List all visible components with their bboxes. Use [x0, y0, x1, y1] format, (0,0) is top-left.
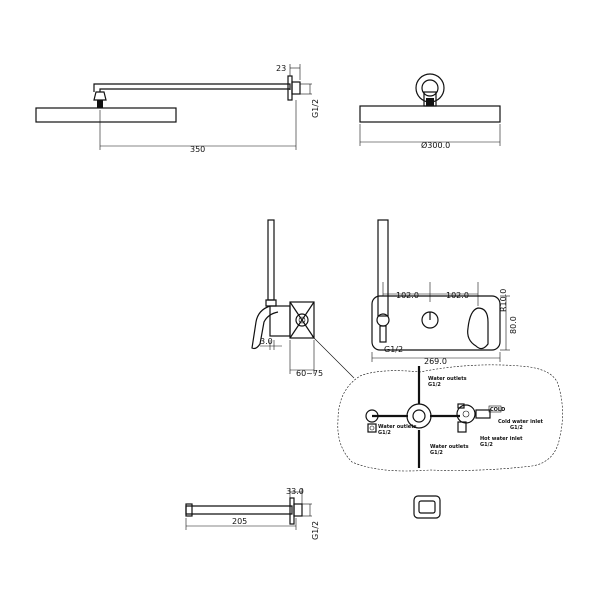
valve-body-side — [289, 301, 315, 339]
spout-front-outer — [413, 495, 441, 519]
spout-thread — [293, 503, 303, 517]
dim-3: 3.0 — [260, 337, 273, 346]
detail-diverter-body — [406, 403, 432, 429]
label-outlets-left-g: G1/2 — [378, 430, 391, 436]
front-connector — [426, 98, 434, 106]
valve-side-view: 3.0 60~75 — [251, 219, 355, 379]
label-hot-inlet-g: G1/2 — [480, 442, 493, 448]
shower-head-plate — [35, 107, 177, 123]
cold-tag-label: COLD — [490, 407, 505, 413]
rail-side — [267, 219, 275, 301]
valve-handle-front — [467, 307, 489, 350]
detail-cloud-outline — [337, 364, 563, 472]
front-head-plate — [359, 105, 501, 123]
label-outlets-bottom: Water outlets — [430, 444, 469, 450]
spout-body — [185, 505, 293, 515]
dim-102-left: 102.0 — [396, 291, 419, 300]
dim-23: 23 — [276, 64, 286, 73]
connector-nut — [97, 100, 103, 108]
spout-front-view — [413, 495, 441, 519]
valve-front-view: 102.0 102.0 R10.0 80.0 G1/2 269.0 — [371, 219, 518, 366]
detail-cold-inlet-pipe — [475, 409, 491, 419]
dim-300: Ø300.0 — [421, 140, 450, 150]
detail-cloud: COLD Water outlets G1/2 Cold water inlet… — [337, 364, 563, 472]
dim-60-75: 60~75 — [296, 369, 323, 378]
detail-left-fitting — [367, 423, 377, 433]
shower-arm-bottom — [99, 88, 290, 92]
spout-side-view: 33.0 205 G1/2 — [185, 487, 320, 540]
label-outlets-top-g: G1/2 — [428, 382, 441, 388]
dim-33: 33.0 — [286, 487, 304, 496]
flange-thread — [291, 81, 301, 95]
dim-80: 80.0 — [509, 316, 518, 334]
hose-outlet-front — [379, 325, 387, 343]
detail-left-outlet — [365, 409, 379, 423]
detail-hot-inlet-pipe — [457, 421, 467, 433]
rail-mount — [265, 299, 277, 307]
shower-arm-side-view: 23 G1/2 350 — [35, 64, 320, 154]
label-cold-inlet-g: G1/2 — [510, 425, 523, 431]
valve-port-side — [295, 313, 309, 327]
arm-connector — [93, 91, 107, 101]
dim-g12-arm: G1/2 — [311, 99, 320, 118]
label-cold-inlet: Cold water inlet — [498, 419, 543, 425]
dim-r10: R10.0 — [499, 289, 508, 312]
front-flange-outer — [415, 73, 445, 103]
valve-plate-front — [371, 295, 501, 351]
label-outlets-top: Water outlets — [428, 376, 467, 382]
cold-tag — [488, 405, 502, 413]
front-flange-inner — [421, 79, 439, 97]
dim-g12-spout: G1/2 — [311, 521, 320, 540]
valve-plate-side — [269, 305, 291, 337]
label-outlets-left: Water outlets — [378, 424, 417, 430]
dim-269: 269.0 — [424, 357, 447, 366]
detail-leader — [311, 335, 355, 379]
dim-205: 205 — [232, 517, 247, 526]
shower-arm-top — [93, 83, 291, 92]
spout-outlet — [185, 503, 193, 517]
label-outlets-bottom-g: G1/2 — [430, 450, 443, 456]
spout-front-inner — [418, 500, 436, 514]
label-hot-inlet: Hot water inlet — [480, 436, 523, 442]
shower-head-front-view: Ø300.0 — [359, 73, 501, 150]
dim-102-right: 102.0 — [446, 291, 469, 300]
dim-g12-plate: G1/2 — [384, 345, 403, 354]
valve-handle-side — [251, 305, 279, 350]
rail-front — [377, 219, 389, 317]
dim-350: 350 — [190, 145, 205, 154]
